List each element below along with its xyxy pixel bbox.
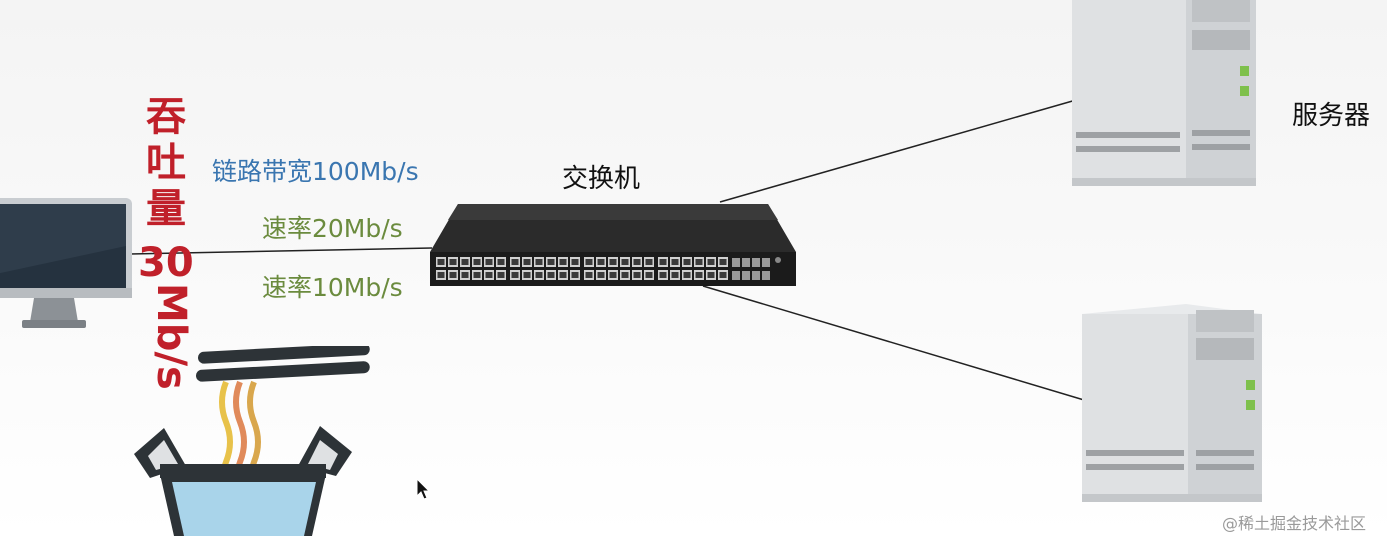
switch-port-socket <box>535 259 543 265</box>
link-bandwidth-label: 链路带宽100Mb/s <box>212 157 419 186</box>
switch-sfp-port <box>762 258 770 267</box>
switch-port-socket <box>659 272 667 278</box>
throughput-char-3: 量 <box>146 186 186 232</box>
switch-port-socket <box>511 259 519 265</box>
monitor-icon <box>0 198 132 328</box>
switch-port-socket <box>633 259 641 265</box>
switch-server2-line <box>702 285 1085 401</box>
switch-port-socket <box>695 272 703 278</box>
switch-port-socket <box>473 272 481 278</box>
throughput-char-1: 吞 <box>146 94 186 140</box>
switch-port-socket <box>707 272 715 278</box>
switch-port-socket <box>645 259 653 265</box>
switch-port-socket <box>485 259 493 265</box>
switch-icon <box>430 204 796 286</box>
switch-sfp-port <box>762 271 770 280</box>
throughput-char-2: 吐 <box>146 140 186 186</box>
switch-port-socket <box>585 259 593 265</box>
switch-port-socket <box>659 259 667 265</box>
switch-port-socket <box>449 259 457 265</box>
switch-port-socket <box>511 272 519 278</box>
server-label: 服务器 <box>1292 101 1371 131</box>
switch-port-socket <box>645 272 653 278</box>
switch-port-socket <box>559 272 567 278</box>
switch-port-socket <box>535 272 543 278</box>
switch-port-socket <box>571 259 579 265</box>
switch-port-socket <box>485 272 493 278</box>
server-icon <box>1072 0 1256 186</box>
switch-sfp-port <box>752 271 760 280</box>
rate-bottom-label: 速率10Mb/s <box>262 273 403 302</box>
pc-switch-line <box>129 247 433 255</box>
switch-port-group <box>436 257 770 280</box>
switch-port-socket <box>621 272 629 278</box>
throughput-label: 吞 吐 量 <box>146 94 186 232</box>
switch-port-socket <box>671 259 679 265</box>
switch-port-socket <box>461 259 469 265</box>
switch-port-socket <box>497 259 505 265</box>
switch-port-socket <box>597 259 605 265</box>
switch-port-socket <box>609 259 617 265</box>
switch-port-socket <box>437 272 445 278</box>
switch-label: 交换机 <box>562 164 641 194</box>
switch-port-socket <box>571 272 579 278</box>
switch-port-socket <box>473 259 481 265</box>
switch-port-socket <box>633 272 641 278</box>
switch-port-socket <box>497 272 505 278</box>
noodle-box-icon <box>134 346 370 536</box>
switch-sfp-port <box>752 258 760 267</box>
server-icon <box>1082 304 1262 502</box>
switch-server1-line <box>719 99 1077 203</box>
switch-sfp-port <box>742 271 750 280</box>
switch-port-socket <box>683 259 691 265</box>
watermark-text: @稀土掘金技术社区 <box>1222 514 1367 533</box>
switch-sfp-port <box>732 258 740 267</box>
switch-port-socket <box>719 272 727 278</box>
switch-port-socket <box>547 272 555 278</box>
switch-port-socket <box>547 259 555 265</box>
switch-port-socket <box>621 259 629 265</box>
rate-top-label: 速率20Mb/s <box>262 214 403 243</box>
switch-port-socket <box>683 272 691 278</box>
switch-port-socket <box>585 272 593 278</box>
throughput-value: 30 <box>138 240 194 286</box>
switch-port-socket <box>461 272 469 278</box>
switch-port-socket <box>609 272 617 278</box>
switch-port-socket <box>523 272 531 278</box>
switch-port-socket <box>449 272 457 278</box>
switch-port-socket <box>437 259 445 265</box>
switch-port-socket <box>695 259 703 265</box>
cursor-icon <box>416 478 431 500</box>
switch-sfp-port <box>742 258 750 267</box>
switch-port-socket <box>559 259 567 265</box>
switch-port-socket <box>671 272 679 278</box>
switch-port-socket <box>707 259 715 265</box>
switch-port-socket <box>719 259 727 265</box>
switch-sfp-port <box>732 271 740 280</box>
switch-port-socket <box>523 259 531 265</box>
switch-port-socket <box>597 272 605 278</box>
